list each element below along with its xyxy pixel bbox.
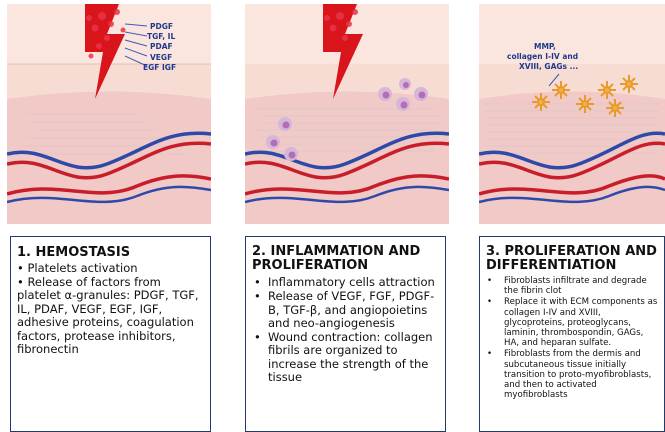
factor-label: EGF IGF [143,63,176,72]
stage-2-title: 2. INFLAMMATION AND PROLIFERATION [252,245,439,273]
list-item: Fibroblasts from the dermis and subcutan… [486,349,658,400]
stage-1-title: 1. HEMOSTASIS [17,245,204,260]
stage-1-line: • Platelets activation [17,262,204,276]
stage-1-line: fibronectin [17,343,204,357]
list-item: Release of VEGF, FGF, PDGF-B, TGF-β, and… [252,290,439,330]
stage-1-line: adhesive proteins, coagulation [17,316,204,330]
panel-inflammation [245,4,449,224]
stage-2-description: 2. INFLAMMATION AND PROLIFERATION Inflam… [245,236,446,432]
factor-label: VEGF [150,53,172,62]
stage-1-description: 1. HEMOSTASIS • Platelets activation • R… [10,236,211,432]
ecm-label: XVIII, GAGs ... [519,62,578,71]
factor-label: TGF, IL [147,32,175,41]
list-item: Inflammatory cells attraction [252,276,439,289]
stage-3-description: 3. PROLIFERATION AND DIFFERENTIATION Fib… [479,236,665,432]
hemostasis-illustration: PDGF TGF, IL PDAF VEGF EGF IGF [7,4,211,224]
proliferation-illustration: MMP, collagen I-IV and XVIII, GAGs ... [479,4,665,224]
panel-proliferation: MMP, collagen I-IV and XVIII, GAGs ... [479,4,665,224]
stage-2-list: Inflammatory cells attraction Release of… [252,276,439,384]
factor-label: PDGF [150,22,173,31]
stage-1-line: platelet α-granules: PDGF, TGF, [17,289,204,303]
panel-hemostasis: PDGF TGF, IL PDAF VEGF EGF IGF [7,4,211,224]
ecm-label: MMP, [534,42,556,51]
inflammation-illustration [245,4,449,224]
factor-label: PDAF [150,42,173,51]
list-item: Fibroblasts infiltrate and degrade the f… [486,276,658,296]
stage-3-title: 3. PROLIFERATION AND DIFFERENTIATION [486,245,658,273]
stage-1-line: • Release of factors from [17,276,204,290]
list-item: Replace it with ECM components as collag… [486,297,658,348]
stage-1-line: factors, protease inhibitors, [17,330,204,344]
ecm-label: collagen I-IV and [507,52,578,61]
stage-1-line: IL, PDAF, VEGF, EGF, IGF, [17,303,204,317]
stage-3-list: Fibroblasts infiltrate and degrade the f… [486,276,658,400]
list-item: Wound contraction: collagen fibrils are … [252,331,439,384]
